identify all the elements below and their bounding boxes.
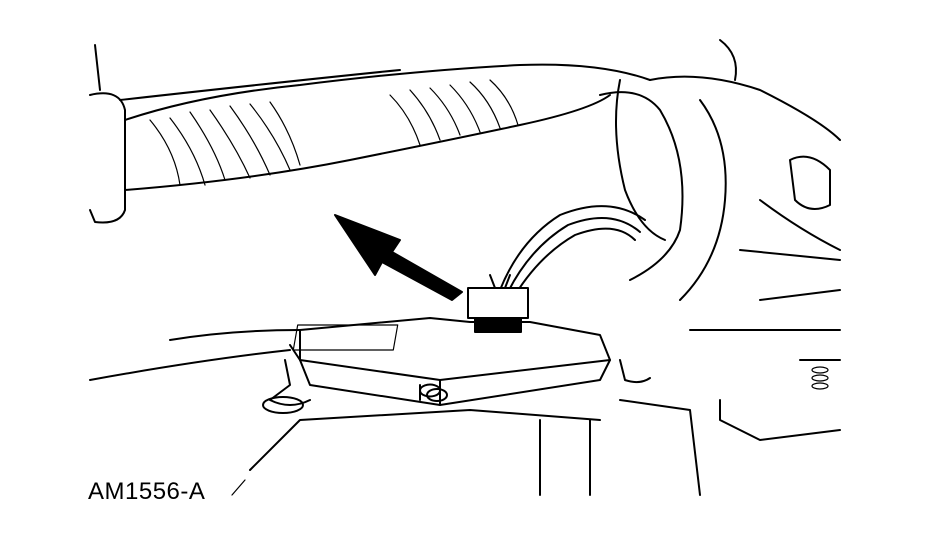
figure-label: AM1556-A (88, 478, 206, 505)
connector-wires (499, 205, 646, 296)
callout-arrow (334, 214, 463, 301)
wiring-harness (89, 44, 651, 224)
right-side-components (599, 39, 841, 301)
lower-structure (89, 289, 841, 496)
electrical-connector (467, 274, 529, 333)
module-housing (262, 317, 651, 414)
